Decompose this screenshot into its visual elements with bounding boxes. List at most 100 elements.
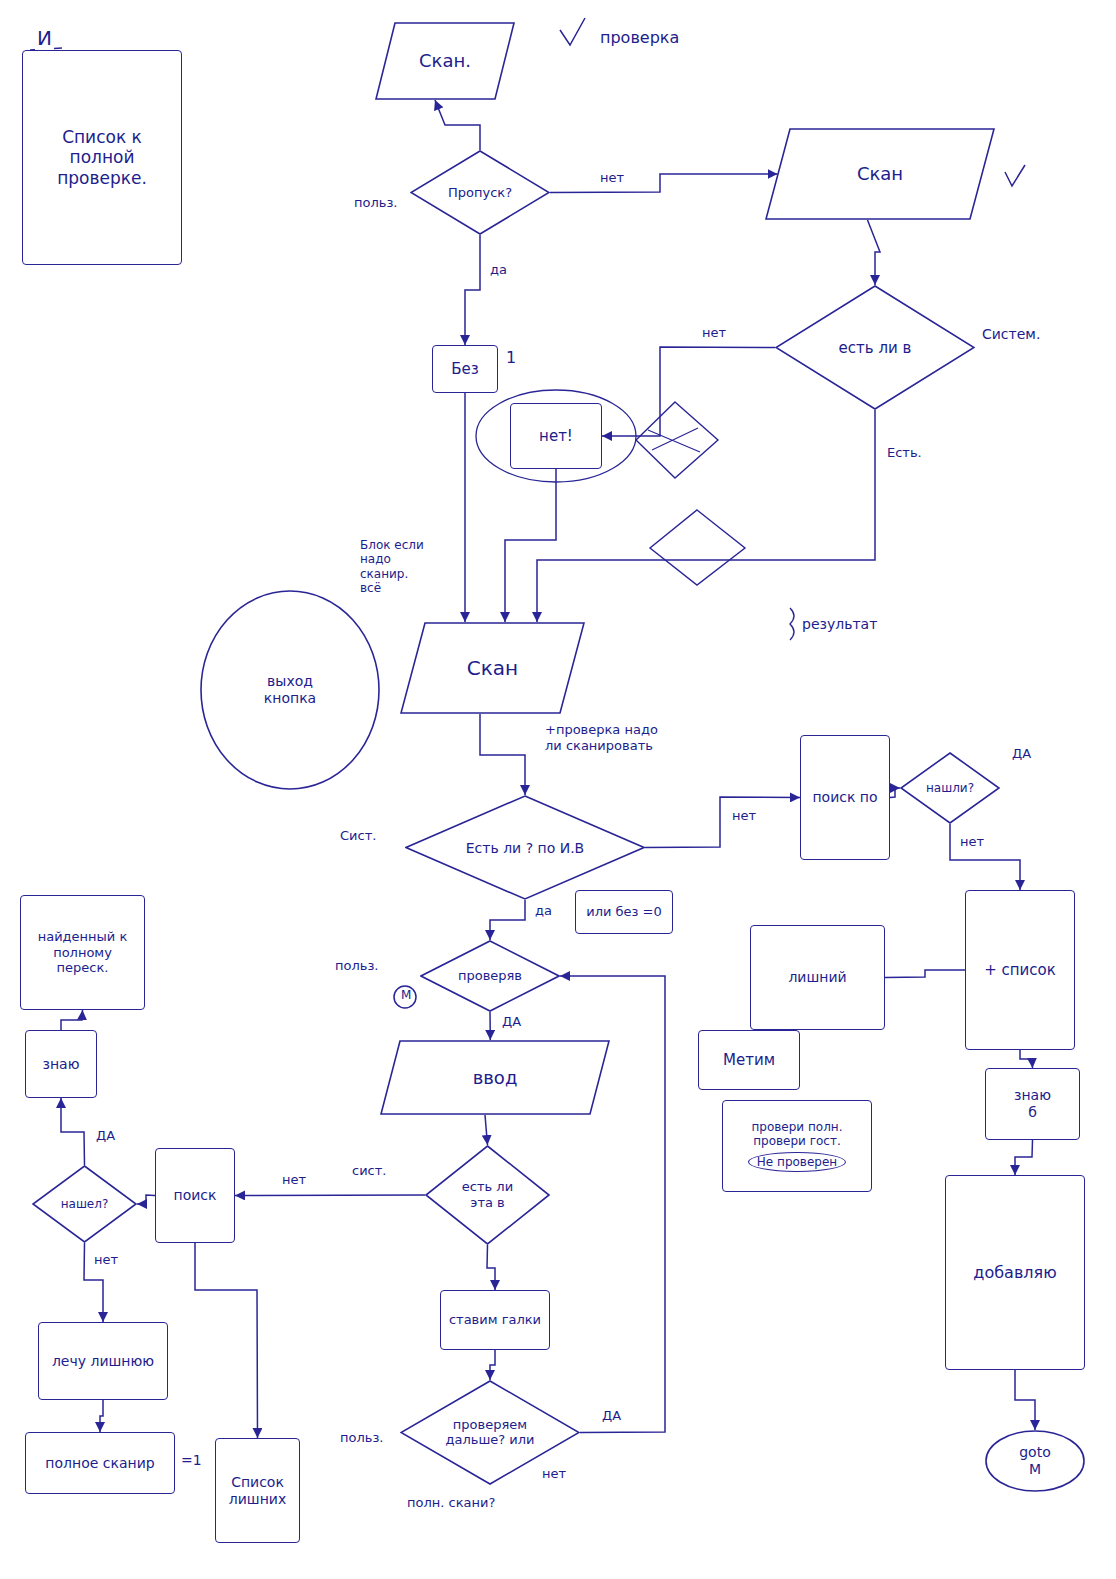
diamond-outline	[401, 1381, 579, 1484]
io-parallelogram: ввод	[380, 1040, 610, 1115]
connector	[868, 220, 881, 285]
process-box: Метим	[698, 1030, 800, 1090]
connector	[195, 1243, 258, 1438]
node-text: кнопка	[264, 690, 316, 707]
brace	[790, 608, 794, 640]
connector	[550, 174, 778, 193]
node-text: провери гост.	[753, 1134, 841, 1148]
node-text: знаю	[1014, 1087, 1051, 1104]
node-text: полное сканир	[45, 1455, 154, 1472]
connector	[490, 900, 525, 940]
crossed-diamond	[636, 402, 718, 478]
edge-label: нет	[280, 1172, 308, 1188]
parallelogram-outline	[401, 623, 584, 713]
text-area: Скан.	[402, 50, 488, 72]
decision-diamond	[650, 510, 745, 585]
edge-label: ДА	[500, 1014, 523, 1030]
node-text: есть ли эта в	[453, 1179, 523, 1210]
connector	[235, 1194, 425, 1196]
node-text: goto	[1019, 1444, 1051, 1461]
process-box: + список	[965, 890, 1075, 1050]
diamond-outline	[406, 796, 644, 899]
io-parallelogram: Скан.	[375, 22, 515, 100]
annotation-label: М	[399, 988, 413, 1002]
decision-diamond: нашли?	[900, 752, 1000, 824]
connector	[505, 469, 556, 622]
connector	[487, 1245, 495, 1290]
annotation-label: 1	[504, 348, 518, 367]
annotation-label: результат	[800, 616, 879, 633]
decision-diamond: Есть ли ? по И.В	[405, 795, 645, 900]
decision-diamond: нашел?	[32, 1165, 137, 1243]
node-text: М	[1029, 1461, 1041, 1478]
edge-label: Есть.	[885, 445, 924, 461]
node-text: найденный к полному переск.	[27, 929, 138, 976]
process-box: лишний	[750, 925, 885, 1030]
connector	[465, 235, 480, 345]
process-box: Без	[432, 345, 498, 393]
decision-diamond: проверяв	[420, 940, 560, 1012]
strike-out	[648, 428, 700, 452]
connector	[1015, 1140, 1033, 1175]
edge-label: нет	[700, 325, 728, 341]
process-box: ставим галки	[440, 1290, 550, 1350]
text-area: Есть ли ? по И.В	[458, 839, 592, 856]
process-box: знаюб	[985, 1068, 1080, 1140]
edge-label: нет	[958, 834, 986, 850]
text-area: есть ли в	[819, 339, 931, 357]
node-text: нашел?	[61, 1197, 109, 1211]
connector	[890, 788, 900, 798]
annotation-label: +проверка надо ли сканировать	[543, 722, 679, 753]
terminal-ellipse: выходкнопка	[200, 590, 380, 790]
parallelogram-outline	[766, 129, 994, 219]
edge-label: ДА	[600, 1408, 623, 1424]
diamond-outline	[426, 1146, 549, 1244]
connector	[61, 1098, 85, 1165]
io-parallelogram: Скан	[400, 622, 585, 714]
connector	[490, 1350, 495, 1380]
connector	[464, 393, 466, 622]
annotation-label: проверка	[598, 28, 681, 47]
text-area: нашел?	[55, 1197, 114, 1211]
node-text: Скан.	[419, 50, 471, 72]
node-text: лечу лишнюю	[52, 1353, 154, 1370]
annotation-label: И	[35, 26, 54, 50]
annotation-label: =1	[179, 1452, 204, 1469]
node-text: Список лишних	[222, 1474, 293, 1508]
text-area: ввод	[412, 1067, 579, 1089]
edge-label: нет	[730, 808, 758, 824]
node-text: провери полн.	[751, 1120, 842, 1134]
diamond-outline	[901, 753, 999, 823]
parallelogram-outline	[381, 1041, 609, 1114]
text-area: нашли?	[922, 781, 978, 795]
connector	[480, 714, 525, 795]
process-box: знаю	[25, 1030, 97, 1098]
connector	[602, 347, 775, 436]
io-parallelogram: Скан	[765, 128, 995, 220]
node-text: выход	[267, 673, 313, 690]
connector	[1020, 1050, 1033, 1068]
edge-label: нет	[598, 170, 626, 186]
process-box: добавляю	[945, 1175, 1085, 1370]
ellipse-outline	[986, 1431, 1084, 1491]
annotation-label: сист.	[350, 1163, 388, 1179]
node-text: Не проверен	[748, 1152, 846, 1172]
check-mark	[560, 18, 585, 45]
node-text: Список к полной проверке.	[29, 127, 175, 188]
check-mark	[1005, 165, 1025, 186]
connector-circle	[394, 986, 416, 1008]
node-text: Скан	[857, 163, 903, 185]
annotation-label: польз.	[352, 195, 399, 211]
process-box: провери полн.провери гост. Не проверен	[722, 1100, 872, 1192]
node-text: Без	[451, 360, 479, 378]
process-box: полное сканир	[25, 1432, 175, 1494]
process-box: или без =0	[575, 890, 673, 934]
edge-label: ДА	[94, 1128, 117, 1144]
connector	[137, 1195, 155, 1204]
node-text: нет!	[539, 427, 573, 445]
text-area: Скан	[802, 163, 959, 185]
node-text: б	[1028, 1104, 1037, 1121]
node-text: Скан	[467, 656, 518, 680]
